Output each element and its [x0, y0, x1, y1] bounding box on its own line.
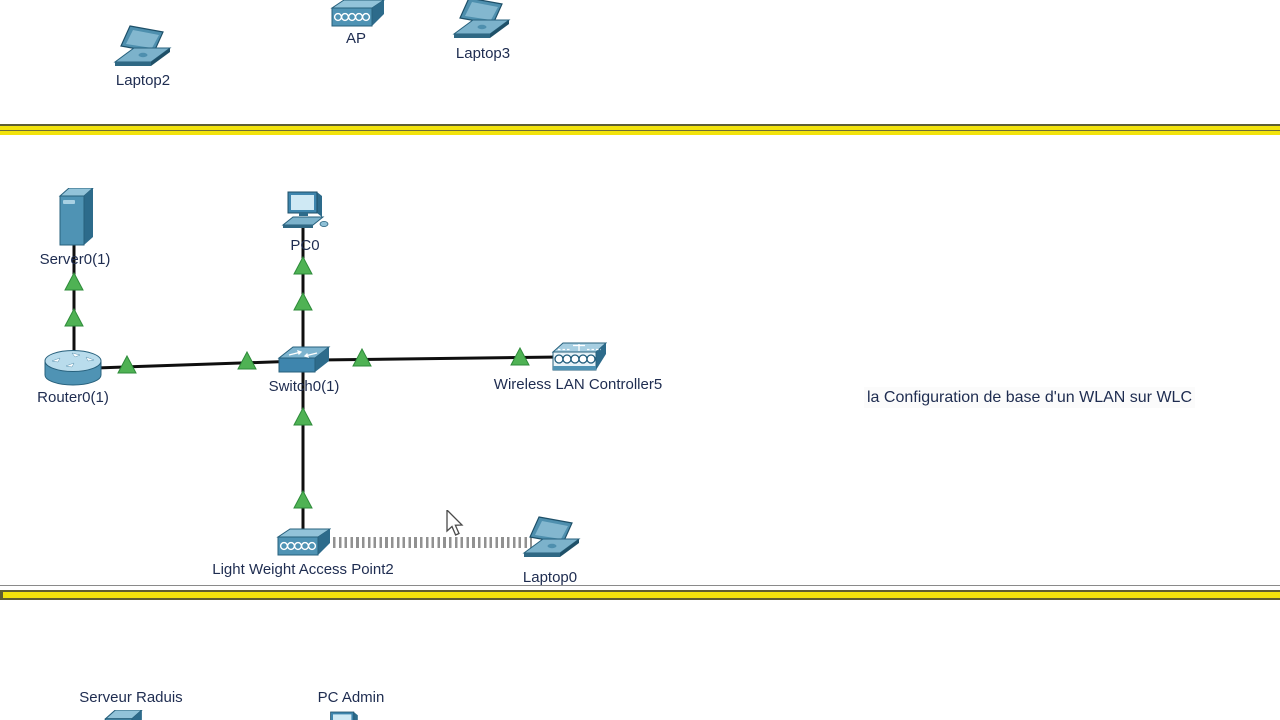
pc-icon[interactable] — [325, 711, 365, 720]
device-label-laptop2: Laptop2 — [115, 72, 171, 89]
wireless-lan-controller-icon[interactable] — [549, 341, 607, 375]
device-label-ap: AP — [345, 30, 367, 47]
laptop-icon[interactable] — [452, 0, 512, 43]
link-status-arrow — [293, 406, 313, 426]
access-point-icon[interactable] — [273, 528, 331, 560]
router-icon[interactable] — [44, 348, 102, 388]
device-laptop0[interactable] — [522, 516, 582, 562]
divider-bar-bottom-shadow — [0, 585, 1280, 586]
link-status-arrow — [237, 350, 257, 370]
divider-bar-bottom — [0, 590, 1280, 600]
device-laptop2[interactable] — [113, 25, 173, 71]
device-serveur-raduis[interactable] — [101, 710, 143, 720]
link-status-arrow — [352, 347, 372, 367]
device-server0[interactable] — [56, 188, 94, 246]
link-status-arrow — [64, 271, 84, 291]
device-label-wlc5: Wireless LAN Controller5 — [493, 376, 663, 393]
device-label-switch0: Switch0(1) — [268, 378, 340, 395]
access-point-icon[interactable] — [327, 0, 385, 31]
device-laptop3[interactable] — [452, 0, 512, 43]
switch-icon[interactable] — [277, 345, 331, 377]
pc-icon[interactable] — [281, 191, 331, 233]
device-label-router0: Router0(1) — [37, 389, 109, 406]
device-lightweight-access-point2[interactable] — [273, 528, 331, 560]
device-label-pc0: PC0 — [290, 237, 320, 254]
device-label-laptop3: Laptop3 — [455, 45, 511, 62]
link-status-arrow — [293, 255, 313, 275]
server-icon[interactable] — [56, 188, 94, 246]
device-switch0[interactable] — [277, 345, 331, 377]
device-label-pc-admin: PC Admin — [317, 689, 385, 706]
mouse-cursor — [446, 510, 464, 536]
link-status-arrow — [64, 307, 84, 327]
device-pc0[interactable] — [281, 191, 331, 233]
device-label-server0: Server0(1) — [39, 251, 111, 268]
device-wireless-lan-controller5[interactable] — [549, 341, 607, 375]
link-status-arrows — [64, 255, 530, 509]
server-icon[interactable] — [101, 710, 143, 720]
annotation-text: la Configuration de base d'un WLAN sur W… — [864, 387, 1195, 408]
device-label-laptop0: Laptop0 — [522, 569, 578, 586]
device-ap[interactable] — [327, 0, 385, 31]
device-label-serveur-raduis: Serveur Raduis — [79, 689, 183, 706]
laptop-icon[interactable] — [522, 516, 582, 562]
divider-bar-top — [0, 124, 1280, 135]
link-status-arrow — [510, 346, 530, 366]
laptop-icon[interactable] — [113, 25, 173, 71]
link-status-arrow — [117, 354, 137, 374]
wireless-link-lwap2-laptop0 — [333, 537, 532, 548]
device-label-lwap2: Light Weight Access Point2 — [212, 561, 394, 578]
link-status-arrow — [293, 291, 313, 311]
device-pc-admin[interactable] — [325, 711, 365, 720]
link-status-arrow — [293, 489, 313, 509]
device-router0[interactable] — [44, 348, 102, 388]
